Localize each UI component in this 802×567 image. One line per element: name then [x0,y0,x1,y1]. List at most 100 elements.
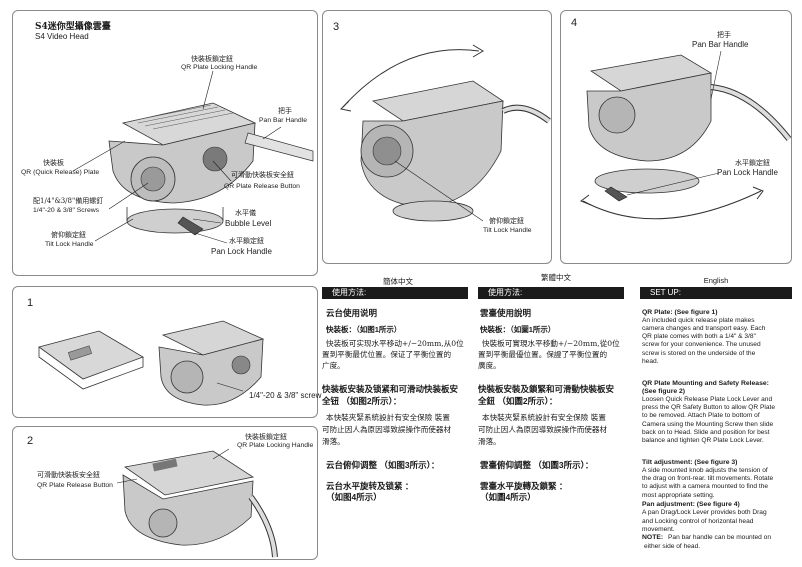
simplified-p1-line: 快装板可实现水平移动+/−20mm,从0位 [326,339,464,348]
label-bubble-level-cn: 水平儀 [235,209,256,217]
simplified-h3: 云台俯仰调整 （如图3所示）： [326,460,440,470]
label-pan-bar-en: Pan Bar Handle [259,117,307,124]
english-s3-line: A side mounted knob adjusts the tension … [642,467,768,474]
label-qr-lock-cn: 快裝板鎖定鈕 [191,55,233,63]
traditional-h4-line: （如圖4所示） [480,492,536,502]
label-tilt-lock-cn: 俯仰鎖定鈕 [489,217,524,225]
english-setup-bar: SET UP: [640,287,792,299]
english-s2-line: Loosen Quick Release Plate Lock Lever an… [642,396,773,403]
simplified-p2-line: 滑落。 [322,437,345,446]
traditional-p1-line: 廣度。 [478,361,501,370]
english-s2-line: Camera using the Mounting Screw then sli… [642,421,774,428]
label-bubble-level-en: Bubble Level [225,219,272,228]
label-qr-plate-en: QR (Quick Release) Plate [21,169,100,176]
label-tilt-lock-cn: 俯仰鎖定鈕 [51,231,86,239]
qr-plate-illustration [38,320,265,406]
label-qr-lock-en: QR Plate Locking Handle [181,64,258,71]
english-note-label: NOTE: [642,534,664,541]
figure-number: 3 [333,21,340,33]
english-s1-line: head. [642,358,659,365]
figure-number: 1 [27,297,34,309]
simplified-p2-line: 本快裝夾緊系統設計有安全保險 裝置 [326,413,450,422]
simplified-p1-line: 置到平衡最优位置。保证了平衡位置的 [322,350,452,359]
label-pan-lock-en: Pan Lock Handle [211,247,272,256]
simplified-h4-line: （如图4所示） [326,492,382,502]
simplified-h2-line: 快装板安装及锁紧和可滑动快装板安 [322,384,459,394]
traditional-h3: 雲臺俯仰調整 （如圖3所示）： [480,460,594,470]
traditional-h2-line: 快裝板安裝及鎖緊和可滑動快裝板安 [478,384,615,394]
english-s3-line: most appropriate setting. [642,492,715,499]
panel-figure-2: 2 快裝板鎖定鈕 QR Plate Locking Handle 可滑動快裝板安… [12,426,318,560]
label-pan-lock-en: Pan Lock Handle [717,168,778,177]
label-release-button-en: QR Plate Release Button [37,482,113,489]
english-s2-line: press the QR Safety Button to allow QR P… [642,404,776,411]
traditional-p2-line: 滑落。 [478,437,501,446]
label-pan-bar-en: Pan Bar Handle [692,40,749,49]
simplified-h4-line: 云台水平旋转及锁紧 ： [326,481,414,491]
traditional-p1-line: 快裝板可實現水平移動+/−20mm,從0位 [482,339,620,348]
traditional-h4-line: 雲臺水平旋轉及鎖緊 ： [480,481,568,491]
english-heading: English [703,276,729,285]
english-s2-line: back on to Head. Slide and position for … [642,429,770,436]
simplified-usage-bar: 使用方法: [322,287,468,299]
label-screws-en: 1/4"-20 & 3/8" Screws [33,207,100,214]
label-release-button-cn: 可滑動快裝板安全鈕 [231,171,294,179]
label-pan-lock-cn: 水平鎖定鈕 [229,237,264,245]
label-release-button-en: QR Plate Release Button [224,183,300,190]
label-qr-plate-cn: 快裝板 [43,159,64,167]
english-s4-line: A pan Drag/Lock Lever provides both Drag [642,509,767,516]
label-pan-bar-cn: 把手 [278,107,292,115]
traditional-heading: 繁體中文 [541,273,571,282]
page-subtitle: S4 Video Head [35,32,89,41]
label-release-button-cn: 可滑動快裝板安全鈕 [37,471,100,479]
panel-figure-4: 4 把手 Pan Bar Handle 水平鎖定鈕 Pan Lock Handl… [560,10,792,264]
traditional-usage-bar: 使用方法: [478,287,624,299]
label-tilt-lock-en: Tilt Lock Handle [483,227,532,234]
tilt-adjust-illustration [339,44,551,222]
english-note-line: either side of head. [644,543,701,550]
panel-figure-3: 3 俯仰鎖定鈕 Tilt Lock Handle [322,10,552,264]
english-s1-title: QR Plate: (See figure 1) [642,309,718,316]
label-tilt-lock-en: Tilt Lock Handle [45,241,94,248]
simplified-p1-line: 广度。 [322,361,345,370]
simplified-p1-title: 快装板：（如图1所示） [326,325,402,334]
english-s3-line: the drag on front-rear. tilt movements. … [642,475,774,482]
simplified-heading: 簡体中文 [383,277,413,286]
label-screws-cn: 配1/4"&3/8"備用螺釘 [33,197,104,205]
traditional-p1-line: 置到平衡最優位置。保證了平衡位置的 [478,350,608,359]
label-screw-en: 1/4"-20 & 3/8" screw [249,391,322,400]
english-note-line: Pan bar handle can be mounted on [668,534,772,541]
english-s1-line: screw for your convenience. The unused [642,341,761,348]
simplified-p2-line: 可防止因人為原因導致誤操作而使器材 [322,425,452,434]
english-s4-line: and Locking control of horizontal head [642,518,754,525]
english-s4-title: Pan adjustment: (See figure 4) [642,501,740,508]
label-qr-lock-cn: 快裝板鎖定鈕 [245,433,287,441]
english-s2-title: QR Plate Mounting and Safety Release: [642,380,769,387]
label-pan-lock-cn: 水平鎖定鈕 [735,159,770,167]
english-s2-line: to be removed. Attach Plate to bottom of [642,412,760,419]
figure-number: 2 [27,435,34,447]
traditional-h2-line: 全鈕 （如圖2所示）： [478,396,558,406]
traditional-p2-line: 可防止因人為原因導致誤操作而使器材 [478,425,608,434]
figure-number: 4 [571,17,578,29]
panel-figure-1: 1 1/4"-20 & 3/8" screw [12,286,322,418]
page-title: S4迷你型攝像雲臺 [35,22,111,32]
panel-overview: S4迷你型攝像雲臺 S4 Video Head 快裝板鎖定鈕 QR Plate … [12,10,318,276]
traditional-p2-line: 本快裝夾緊系統設計有安全保險 裝置 [482,413,606,422]
english-s1-line: camera changes and transport easy. Each [642,325,766,332]
english-s1-line: screw is stored on the underside of the [642,350,756,357]
simplified-h2-line: 全钮 （如图2所示）： [322,396,402,406]
english-s2-title: (See figure 2) [642,388,686,395]
english-s2-line: balance and tighten QR Plate Lock Lever. [642,437,764,444]
label-pan-bar-cn: 把手 [717,31,731,39]
simplified-h1: 云台使用说明 [326,308,378,318]
video-head-illustration [72,70,314,244]
traditional-p1-title: 快裝板：（如圖1所示） [480,325,556,334]
english-s4-line: movement. [642,526,675,533]
english-s1-line: QR plate comes with both a 1/4" & 3/8" [642,333,756,340]
english-s3-title: Tilt adjustment: (See figure 3) [642,459,738,466]
english-s1-line: An included quick release plate makes [642,317,755,324]
pan-adjust-illustration [579,50,792,220]
english-s3-line: to adjust with a camera mounted to find … [642,483,769,490]
qr-release-illustration [116,448,278,558]
